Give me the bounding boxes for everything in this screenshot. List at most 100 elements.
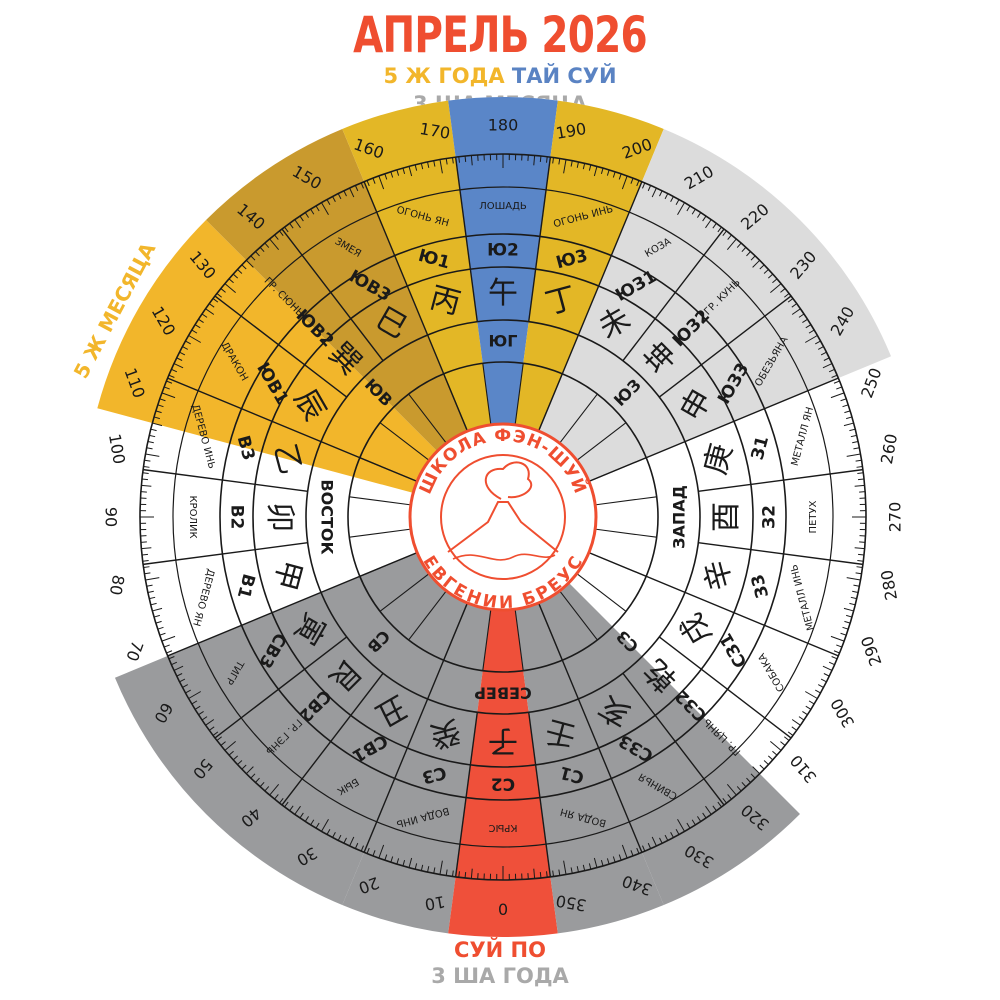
inner-spoke (443, 373, 468, 432)
tick-mark (717, 226, 722, 233)
divider-line (658, 636, 792, 739)
divider-line (698, 468, 863, 492)
tick-mark (600, 860, 604, 867)
tick-mark (147, 441, 154, 444)
sector-year-star (515, 100, 664, 432)
sector-month-sha (538, 128, 892, 482)
tick-mark (828, 661, 835, 666)
ring-0 (347, 361, 659, 673)
tick-mark (299, 215, 304, 222)
tick-mark (157, 404, 164, 408)
ring-2 (252, 266, 754, 768)
mountain-name: КРЫС (489, 822, 518, 833)
tick-mark (831, 374, 838, 378)
inner-spoke (538, 602, 563, 661)
tick-mark (817, 346, 824, 350)
tick-mark (642, 182, 646, 189)
tick-mark (366, 180, 370, 187)
mountain-code: СЗ1 (716, 629, 752, 671)
tick-mark (802, 318, 808, 323)
mountain-hanzi: 戌 (674, 607, 719, 650)
tick-mark (606, 858, 610, 865)
tick-mark (179, 351, 186, 356)
tick-mark (159, 632, 166, 636)
tick-mark (612, 171, 616, 178)
tick-mark (763, 760, 769, 765)
smoke-icon (484, 461, 533, 500)
mountain-name: КРОЛИК (187, 495, 198, 538)
tick-mark (546, 871, 548, 878)
tick-mark (390, 171, 394, 178)
tick-mark (315, 205, 320, 212)
direction-label: СЕВЕР (474, 684, 532, 703)
divider-line (528, 157, 552, 322)
tick-mark (642, 845, 646, 852)
tick-mark (153, 416, 160, 420)
tick-mark (767, 755, 774, 761)
tick-mark (464, 871, 467, 879)
tick-mark (209, 726, 215, 731)
tick-mark (636, 847, 640, 854)
tick-mark (146, 447, 153, 450)
year-sha-label: 3 ША ГОДА (431, 964, 569, 988)
tick-mark (659, 190, 663, 197)
tick-mark (326, 828, 331, 835)
tick-mark (830, 392, 845, 399)
inner-spoke (514, 363, 524, 425)
inner-spoke (359, 457, 418, 482)
tick-mark (767, 273, 774, 279)
tick-mark (558, 158, 561, 165)
tick-mark (163, 644, 170, 648)
tick-mark (220, 288, 226, 293)
tick-mark (621, 844, 628, 859)
tick-mark (259, 246, 265, 253)
mountain-code: В2 (227, 505, 247, 530)
tick-mark (576, 161, 579, 168)
tick-mark (856, 566, 863, 569)
tick-mark (677, 818, 685, 832)
mountain-name: СОБАКА (756, 651, 787, 693)
degree-label: 310 (786, 751, 820, 787)
inner-spoke (514, 609, 524, 671)
mountain-code: С2 (491, 774, 515, 794)
degree-ticks (140, 154, 866, 880)
tick-mark (451, 157, 454, 164)
tick-mark (414, 863, 418, 870)
tick-mark (337, 834, 342, 841)
tick-mark (274, 234, 279, 240)
tick-mark (366, 847, 370, 854)
tick-mark (182, 346, 189, 350)
tick-mark (191, 700, 198, 705)
tick-mark (802, 711, 808, 716)
tick-mark (179, 678, 186, 683)
tick-mark (828, 368, 835, 373)
mountain-name: МЕТАЛЛ ИНЬ (789, 563, 817, 632)
tick-mark (191, 329, 198, 334)
divider-line (143, 542, 308, 566)
inner-spoke (595, 528, 657, 538)
tick-mark (289, 805, 294, 811)
tick-mark (149, 434, 156, 438)
tick-mark (168, 656, 175, 660)
mountain-name: ПЕТУХ (808, 500, 819, 533)
tick-mark (354, 185, 359, 192)
tick-mark (857, 478, 865, 481)
tick-mark (326, 199, 331, 206)
tick-mark (153, 614, 160, 618)
tick-mark (855, 572, 862, 575)
tick-mark (205, 308, 215, 315)
tick-mark (808, 329, 815, 334)
tick-mark (349, 187, 355, 198)
tick-mark (791, 726, 797, 731)
tick-mark (552, 157, 555, 164)
tick-mark (146, 584, 153, 587)
tick-mark (198, 711, 204, 716)
tick-mark (722, 798, 727, 804)
tick-mark (686, 205, 691, 212)
tick-mark (772, 278, 778, 284)
mountain-name: ЛОШАДЬ (479, 201, 527, 212)
tick-mark (279, 798, 284, 804)
tick-mark (269, 238, 280, 250)
tick-mark (833, 650, 840, 654)
tick-mark (618, 854, 622, 861)
